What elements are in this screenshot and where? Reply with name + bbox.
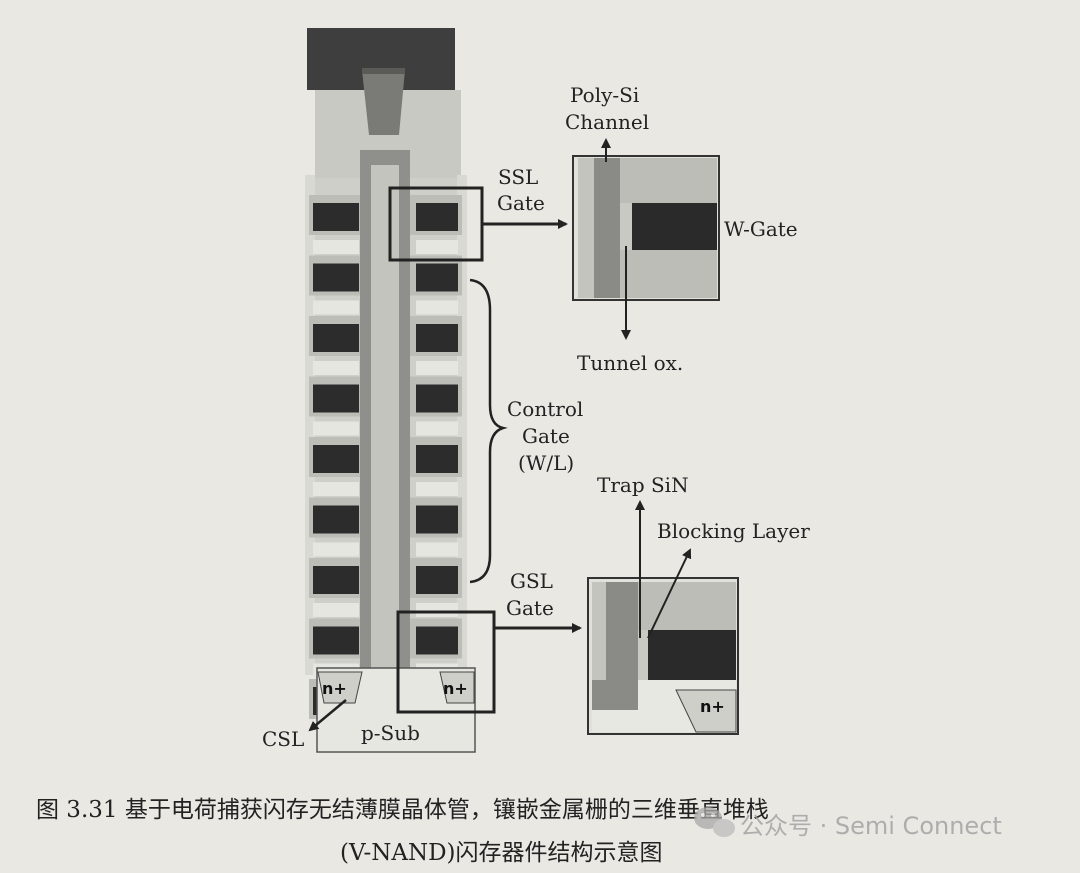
- gate-right: [416, 445, 458, 473]
- w-gate-label: W-Gate: [724, 217, 798, 241]
- spacer-right: [416, 603, 458, 617]
- gate-right: [416, 324, 458, 352]
- trap-sin-label: Trap SiN: [597, 473, 689, 497]
- spacer-right: [416, 421, 458, 436]
- vnand-stack: n+ n+: [305, 28, 496, 753]
- blocking-layer-arrow: [647, 548, 692, 639]
- n-plus-right-region: [439, 671, 475, 704]
- via-plug: [362, 70, 405, 135]
- inset-gsl-gate: [648, 630, 736, 680]
- spacer-right: [416, 240, 458, 254]
- poly-si-label: Poly-Si: [570, 83, 639, 107]
- spacer-right: [416, 482, 458, 496]
- channel-label: Channel: [565, 110, 649, 134]
- spacer-left: [313, 603, 359, 617]
- channel-core: [371, 165, 399, 675]
- spacer-left: [313, 240, 359, 254]
- inset-channel-strip: [578, 158, 594, 298]
- ssl-gate-label: Gate: [497, 191, 545, 215]
- control-gate-brace: [469, 278, 508, 584]
- spacer-right: [416, 300, 458, 315]
- gate-right: [416, 505, 458, 534]
- ssl-gate-inset: [572, 155, 720, 301]
- spacer-left: [313, 361, 359, 375]
- gate-left: [313, 626, 359, 655]
- n-plus-left-region: [317, 671, 363, 704]
- gsl-gate-label: Gate: [506, 596, 554, 620]
- gsl-gate-inset: n+: [587, 577, 739, 735]
- csl-arrow: [308, 699, 347, 732]
- n-plus-left-label: n+: [322, 679, 347, 698]
- gate-left: [313, 324, 359, 352]
- inset-n-plus-region: [675, 689, 737, 733]
- control-label: Control: [507, 397, 583, 421]
- gate-left: [313, 505, 359, 534]
- gate-right: [416, 626, 458, 655]
- spacer-left: [313, 421, 359, 436]
- spacer-right: [416, 361, 458, 375]
- spacer-left: [313, 542, 359, 557]
- gate-left: [313, 384, 359, 413]
- control-gate-label: Gate: [522, 424, 570, 448]
- n-plus-right-label: n+: [443, 679, 468, 698]
- gsl-label: GSL: [510, 569, 553, 593]
- p-sub-label: p-Sub: [361, 721, 420, 745]
- gate-left: [313, 566, 359, 594]
- blocking-layer-label: Blocking Layer: [657, 519, 810, 543]
- gate-left: [313, 263, 359, 292]
- figure-caption-line1: 图 3.31 基于电荷捕获闪存无结薄膜晶体管，镶嵌金属栅的三维垂直堆栈: [36, 797, 769, 823]
- inset-oxide-strip: [594, 158, 620, 298]
- inset-n-plus-label: n+: [700, 697, 725, 716]
- spacer-right: [416, 542, 458, 557]
- watermark: 公众号 · Semi Connect: [694, 807, 1002, 840]
- spacer-left: [313, 300, 359, 315]
- gate-right: [416, 384, 458, 413]
- gate-left: [313, 203, 359, 231]
- inset-w-gate: [632, 203, 717, 250]
- gsl-highlight-box: [396, 610, 496, 714]
- tunnel-ox-label: Tunnel ox.: [577, 351, 683, 375]
- gate-right: [416, 203, 458, 231]
- wechat-icon: [694, 807, 735, 837]
- csl-label: CSL: [262, 727, 304, 751]
- ssl-label: SSL: [498, 165, 538, 189]
- gate-left: [313, 445, 359, 473]
- watermark-text: 公众号 · Semi Connect: [740, 812, 1002, 840]
- gate-right: [416, 566, 458, 594]
- figure-caption-line2: (V-NAND)闪存器件结构示意图: [340, 840, 663, 866]
- control-wl-label: (W/L): [518, 451, 574, 475]
- spacer-left: [313, 482, 359, 496]
- gate-right: [416, 263, 458, 292]
